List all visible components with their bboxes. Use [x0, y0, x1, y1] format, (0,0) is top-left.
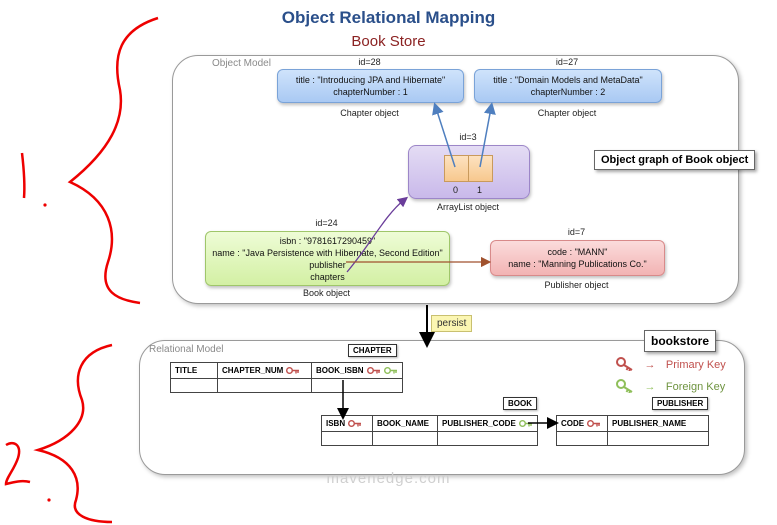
legend-primary-key: → Primary Key: [616, 355, 726, 373]
publisher-object: code : "MANN" name : "Manning Publicatio…: [490, 240, 665, 276]
handwritten-mark-1: [20, 152, 26, 199]
chapters-to-arraylist-arrow: [346, 196, 409, 273]
watermark: mavenedge.com: [326, 470, 451, 487]
handwritten-dot-2: [47, 498, 51, 502]
publisher-name: name : "Manning Publications Co.": [508, 259, 647, 269]
chapter2-number: chapterNumber : 2: [530, 87, 606, 97]
arraylist-caption: ArrayList object: [436, 202, 500, 212]
legend-foreign-key-label: Foreign Key: [665, 381, 726, 393]
object-model-label: Object Model: [212, 58, 271, 69]
foreign-key-icon: [616, 378, 633, 394]
chapter1-title: title : "Introducing JPA and Hibernate": [295, 75, 446, 85]
publisher-id: id=7: [567, 227, 586, 237]
book-object: isbn : "9781617290459" name : "Java Pers…: [205, 231, 450, 286]
book-isbn: isbn : "9781617290459": [279, 235, 376, 246]
primary-key-icon: [616, 356, 633, 372]
arraylist-to-chapter2-arrow: [479, 102, 496, 168]
foreign-key-icon: [383, 367, 397, 375]
chapter2-caption: Chapter object: [537, 108, 597, 118]
diagram-title: Object Relational Mapping: [281, 8, 496, 27]
primary-key-icon: [286, 367, 300, 375]
chapter-table-name: CHAPTER: [348, 344, 397, 357]
book-name: name : "Java Persistence with Hibernate,…: [212, 247, 443, 258]
publisher-table: CODE PUBLISHER_NAME: [556, 415, 709, 446]
chapter1-object: title : "Introducing JPA and Hibernate" …: [277, 69, 464, 103]
persist-label: persist: [431, 315, 473, 332]
arraylist-slot-1: [468, 155, 493, 182]
primary-key-icon: [348, 420, 362, 428]
handwritten-dot-1: [43, 203, 47, 207]
chapter1-number: chapterNumber : 1: [333, 87, 408, 97]
chapter-table: TITLE CHAPTER_NUM BOOK_ISBN: [170, 362, 403, 393]
book-chapters-ref: chapters: [310, 271, 345, 282]
arraylist-index-0: 0: [452, 185, 458, 195]
book-publisher-ref: publisher: [309, 259, 346, 270]
chapter1-caption: Chapter object: [340, 108, 399, 118]
publisher-code: code : "MANN": [547, 247, 608, 257]
primary-key-icon: [587, 420, 601, 428]
chapter2-object: title : "Domain Models and MetaData" cha…: [474, 69, 662, 103]
publisher-table-name: PUBLISHER: [652, 397, 709, 410]
book-caption: Book object: [302, 288, 351, 298]
diagram-subtitle: Book Store: [351, 33, 426, 50]
book-table-name: BOOK: [503, 397, 537, 410]
arraylist-slot-0: [444, 155, 469, 182]
handwritten-brace-1: [67, 16, 159, 305]
relational-model-label: Relational Model: [149, 344, 224, 355]
bookstore-label: bookstore: [644, 330, 717, 352]
publisher-caption: Publisher object: [544, 280, 609, 290]
arraylist-to-chapter1-arrow: [432, 102, 456, 168]
handwritten-mark-2: [4, 441, 31, 486]
legend-primary-key-label: Primary Key: [665, 359, 726, 371]
chapter2-title: title : "Domain Models and MetaData": [493, 75, 643, 85]
chapter2-id: id=27: [555, 57, 579, 67]
arraylist-index-1: 1: [476, 185, 482, 195]
book-id: id=24: [315, 218, 338, 228]
handwritten-brace-2: [33, 343, 113, 524]
arraylist-id: id=3: [459, 132, 477, 142]
object-graph-callout: Object graph of Book object: [594, 150, 756, 170]
primary-key-icon: [366, 367, 380, 375]
chapter1-id: id=28: [358, 57, 381, 67]
legend-foreign-key: → Foreign Key: [616, 377, 725, 395]
